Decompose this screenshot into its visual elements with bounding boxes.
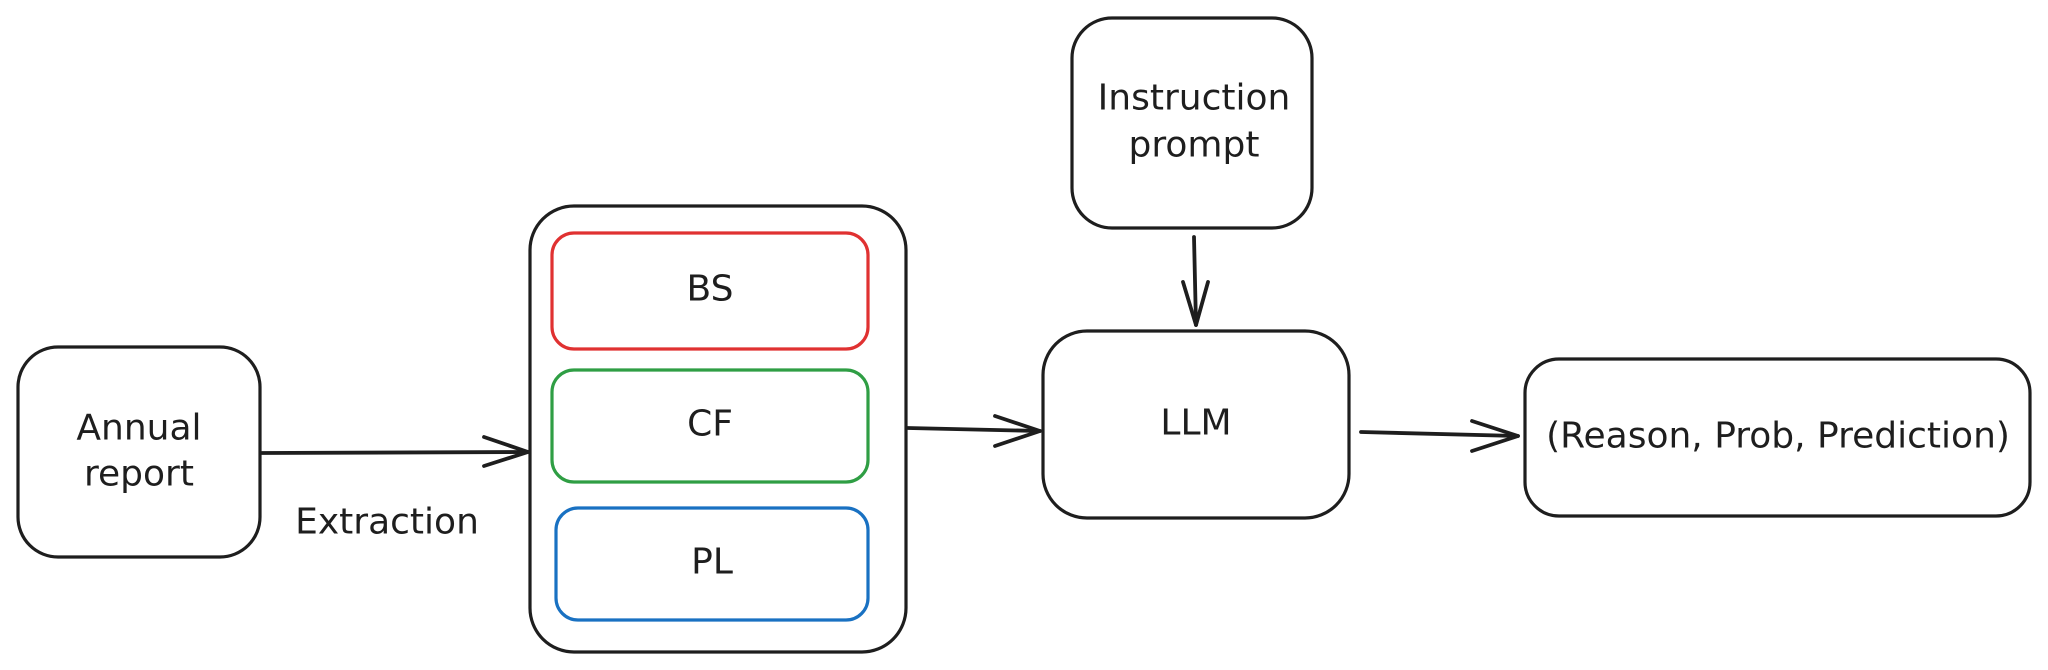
instruction-prompt-label-line2: prompt: [1129, 125, 1260, 166]
pl-node: PL: [554, 506, 870, 622]
prompt-to-llm-edge: [1181, 235, 1210, 327]
statements-to-llm-edge: [906, 414, 1042, 448]
instruction-prompt-label-line1: Instruction: [1098, 78, 1291, 119]
bs-label: BS: [687, 269, 734, 310]
pl-box: [554, 506, 870, 622]
llm-node: LLM: [1041, 329, 1351, 520]
llm-to-output-edge: [1359, 419, 1520, 453]
extraction-arrowhead: [482, 435, 530, 468]
statements-to-llm-arrowhead: [993, 414, 1042, 448]
llm-to-output-line: [1359, 430, 1520, 438]
prompt-to-llm-arrowhead: [1181, 280, 1210, 327]
extraction-arrow-line: [260, 450, 530, 455]
prompt-to-llm-line: [1192, 235, 1198, 327]
annual-report-label-line1: Annual: [76, 408, 201, 449]
output-label: (Reason, Prob, Prediction): [1546, 416, 2010, 457]
extraction-label: Extraction: [295, 502, 479, 543]
instruction-prompt-box: [1070, 16, 1314, 230]
bs-node: BS: [550, 231, 870, 351]
llm-label: LLM: [1160, 403, 1231, 444]
extraction-edge: Extraction: [260, 435, 530, 543]
annual-report-box: [16, 345, 262, 559]
bs-box: [550, 231, 870, 351]
annual-report-label-line2: report: [84, 454, 194, 495]
annual-report-node: Annual report: [16, 345, 262, 559]
statements-to-llm-line: [906, 426, 1042, 433]
statements-group: BS CF PL: [528, 204, 908, 654]
pl-label: PL: [691, 542, 733, 583]
llm-to-output-arrowhead: [1470, 419, 1520, 453]
llm-box: [1041, 329, 1351, 520]
cf-label: CF: [687, 404, 733, 445]
cf-box: [550, 368, 870, 484]
output-node: (Reason, Prob, Prediction): [1523, 357, 2032, 518]
cf-node: CF: [550, 368, 870, 484]
output-box: [1523, 357, 2032, 518]
instruction-prompt-node: Instruction prompt: [1070, 16, 1314, 230]
